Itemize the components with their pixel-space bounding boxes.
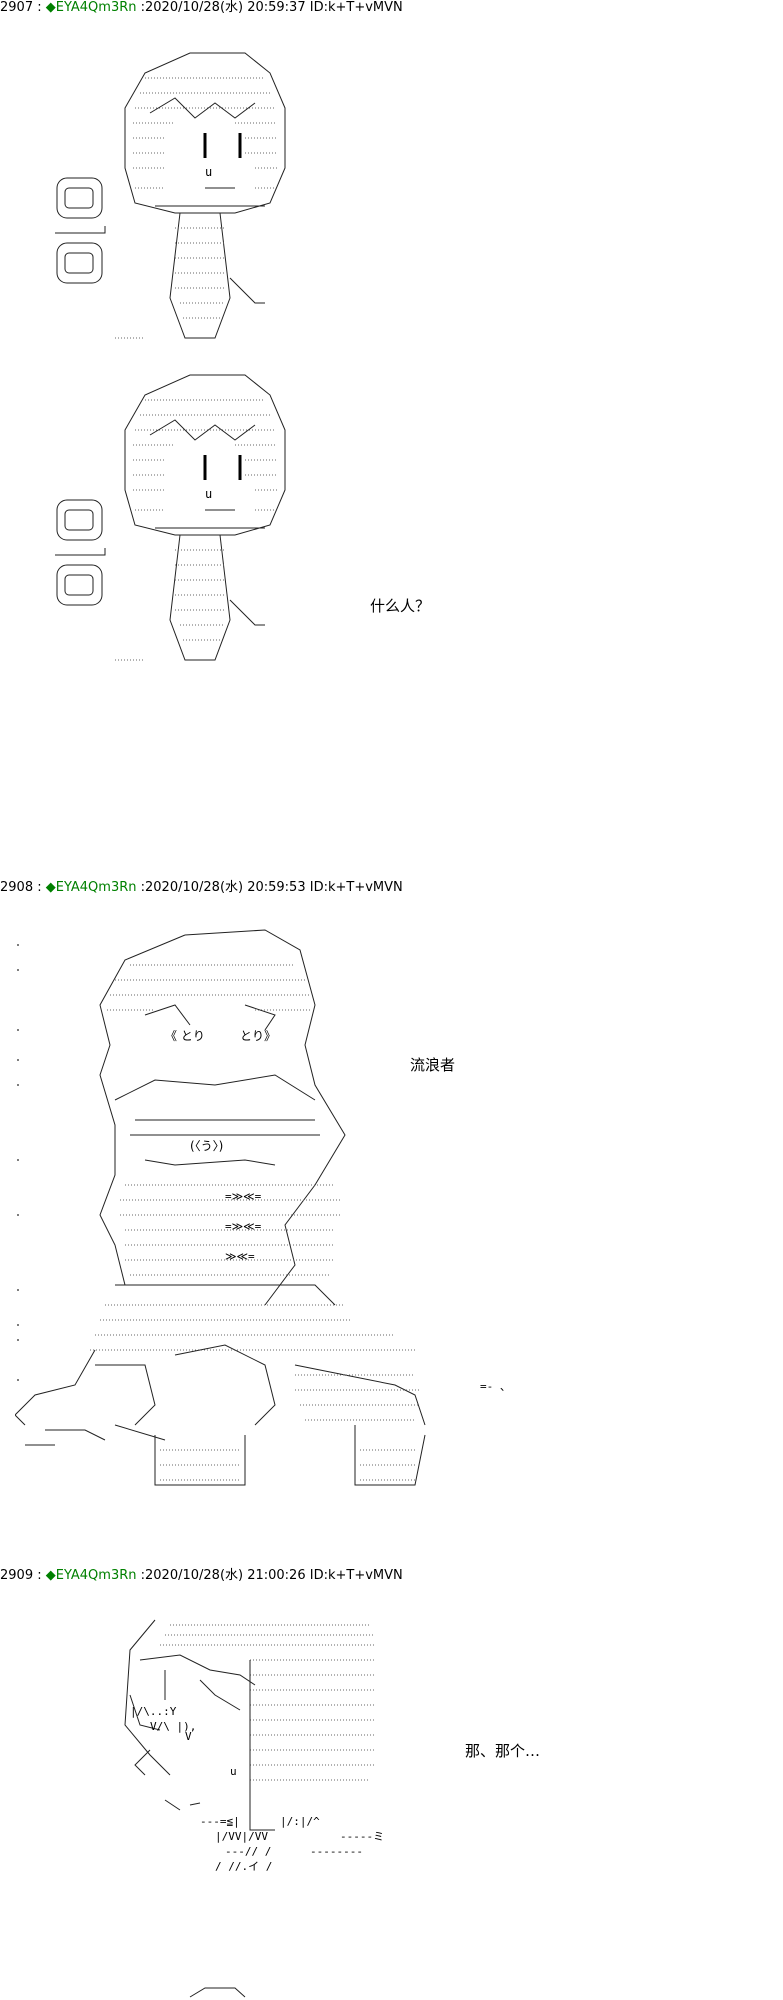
post-header-2908: 2908 : ◆EYA4Qm3Rn :2020/10/28(水) 20:59:5… (0, 880, 403, 896)
post-header-2907: 2907 : ◆EYA4Qm3Rn :2020/10/28(水) 20:59:3… (0, 0, 403, 16)
svg-text:--------: -------- (310, 1845, 363, 1858)
post-trip[interactable]: EYA4Qm3Rn (55, 0, 137, 15)
post-number: 2909 (0, 1568, 34, 1583)
svg-text:=- 、: =- 、 (480, 1380, 511, 1393)
svg-text:とり》: とり》 (240, 1029, 276, 1043)
svg-text:-----ミ: -----ミ (340, 1830, 384, 1843)
ascii-art-character-2: u (55, 370, 305, 700)
svg-text:V: V (185, 1730, 192, 1743)
post-separator: : (33, 1568, 46, 1583)
svg-text:|/VV|/VV: |/VV|/VV (215, 1830, 268, 1843)
svg-text:u: u (205, 487, 212, 501)
svg-text:|/\..:Y: |/\..:Y (130, 1705, 177, 1718)
svg-text:---=≦|: ---=≦| (200, 1815, 240, 1828)
ascii-art-character-3: 《 とり とり》 (〈う〉) =≫≪= =≫≪= ≫≪= =- 、 (15, 925, 545, 1500)
post-header-2909: 2909 : ◆EYA4Qm3Rn :2020/10/28(水) 21:00:2… (0, 1568, 403, 1584)
post-trip[interactable]: EYA4Qm3Rn (55, 880, 137, 895)
svg-text:《 とり: 《 とり (165, 1029, 205, 1043)
post-number: 2908 (0, 880, 34, 895)
dialogue-1: 什么人？ (370, 597, 431, 615)
svg-text:V/\ |),: V/\ |), (150, 1720, 196, 1733)
trip-diamond-icon: ◆ (45, 880, 56, 895)
trip-diamond-icon: ◆ (45, 1568, 56, 1583)
ascii-art-character-1: u (55, 48, 305, 378)
post-separator: : (33, 880, 46, 895)
post-number: 2907 (0, 0, 34, 15)
post-meta: :2020/10/28(水) 20:59:37 ID:k+T+vMVN (136, 0, 403, 15)
svg-text:=≫≪=: =≫≪= (225, 1190, 262, 1203)
ascii-art-partial-next (180, 1985, 260, 2000)
svg-text:u: u (230, 1765, 237, 1778)
svg-text:=≫≪=: =≫≪= (225, 1220, 262, 1233)
post-trip[interactable]: EYA4Qm3Rn (55, 1568, 137, 1583)
svg-text:|/:|/^: |/:|/^ (280, 1815, 320, 1828)
ascii-art-character-4: |/\..:Y V/\ |), V u ---=≦| |/:|/^ |/VV|/… (120, 1615, 400, 1875)
svg-text:≫≪=: ≫≪= (225, 1250, 255, 1263)
svg-text:---// /: ---// / (225, 1845, 271, 1858)
svg-text:(〈う〉): (〈う〉) (190, 1139, 223, 1153)
post-meta: :2020/10/28(水) 21:00:26 ID:k+T+vMVN (136, 1568, 403, 1583)
svg-text:/ //.イ /: / //.イ / (215, 1860, 272, 1873)
dialogue-3: 那、那个… (465, 1742, 541, 1760)
post-separator: : (33, 0, 46, 15)
svg-text:u: u (205, 165, 212, 179)
post-meta: :2020/10/28(水) 20:59:53 ID:k+T+vMVN (136, 880, 403, 895)
trip-diamond-icon: ◆ (45, 0, 56, 15)
dialogue-2: 流浪者 (410, 1056, 456, 1074)
